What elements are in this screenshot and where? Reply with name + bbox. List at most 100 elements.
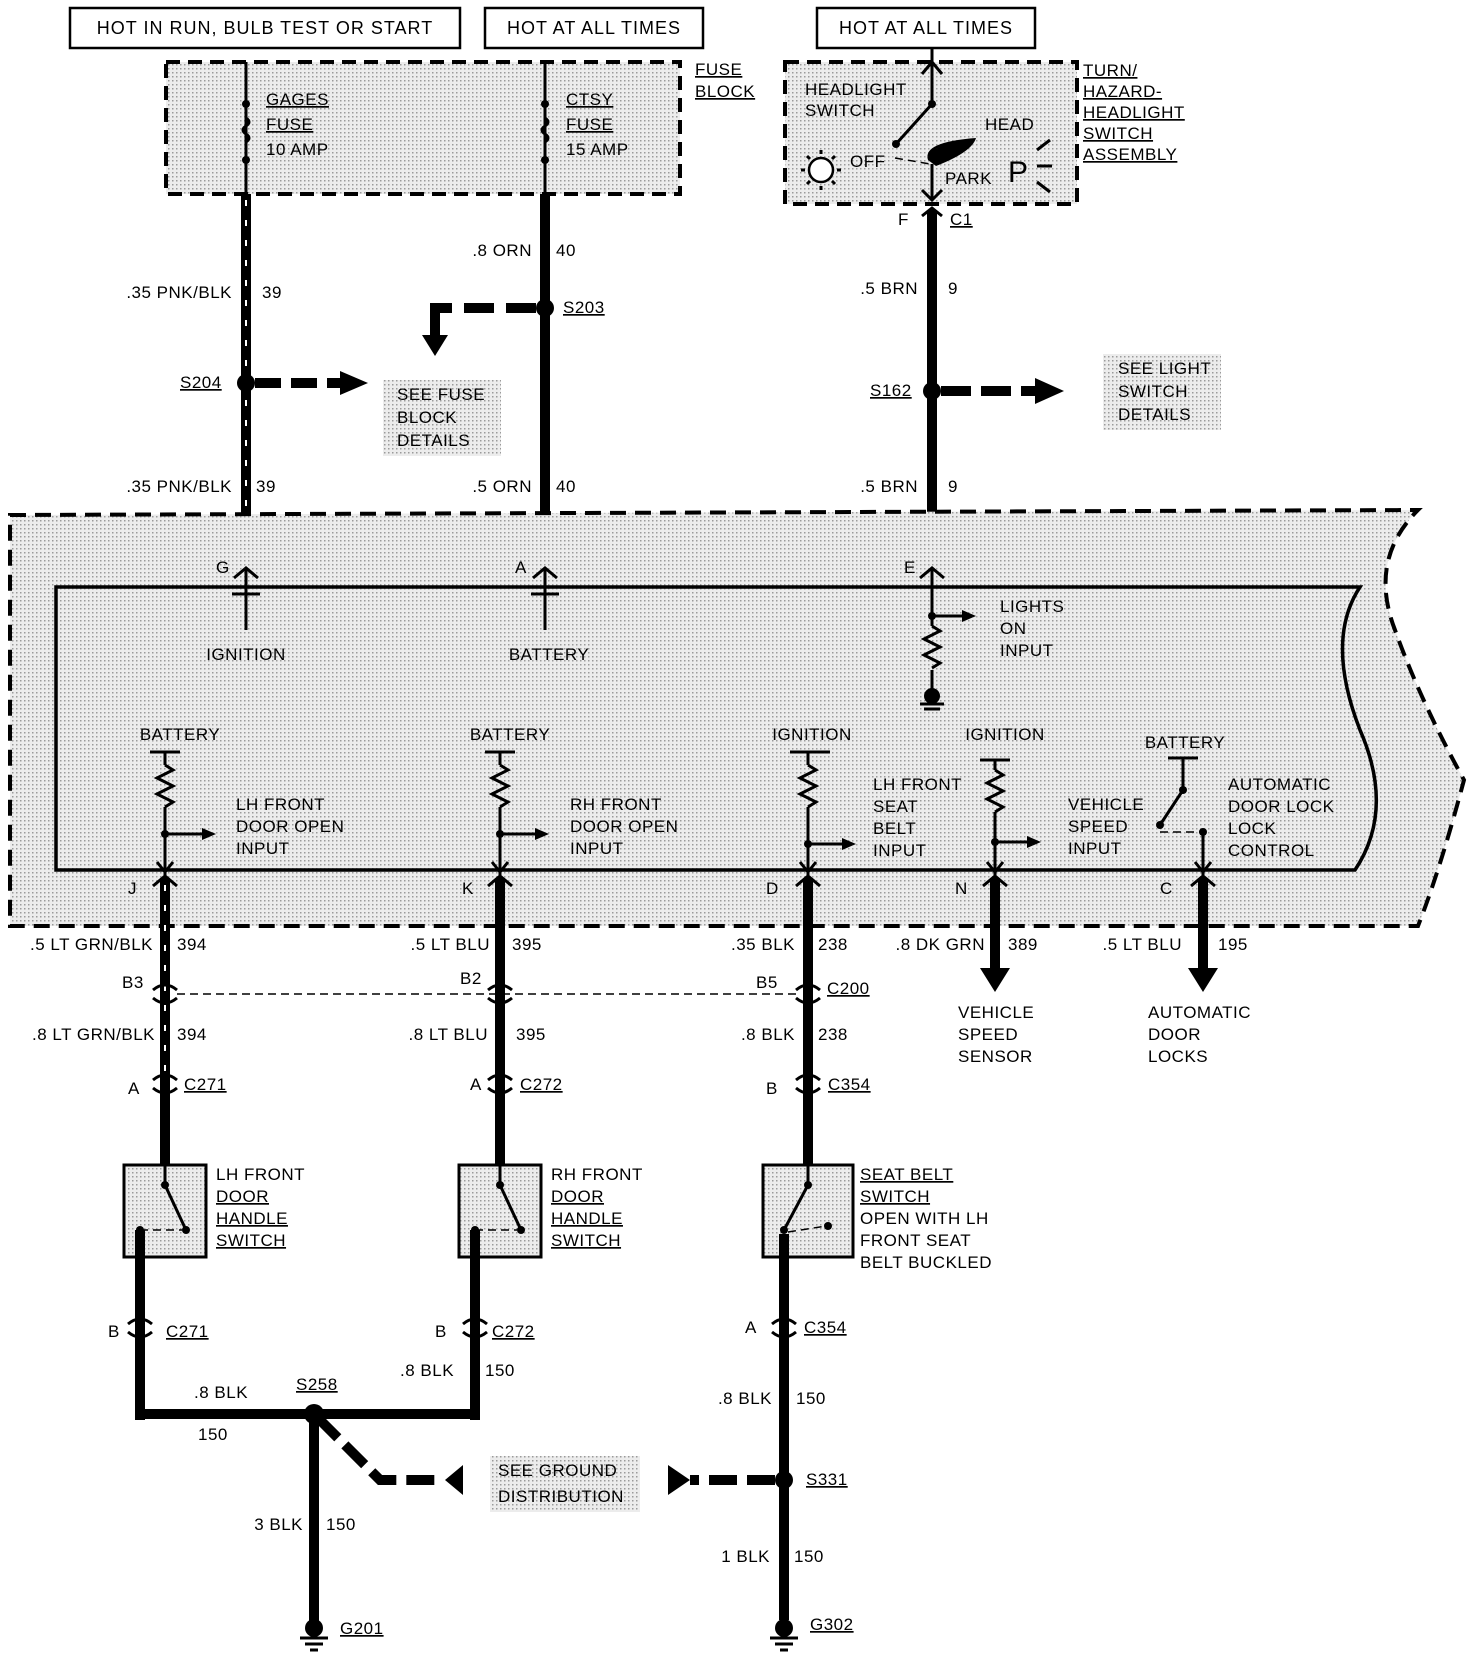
seat-belt-input-circuit: IGNITION LH FRONT SEAT BELT INPUT	[772, 725, 962, 875]
wire-40: .8 ORN 40 .5 ORN 40	[472, 194, 575, 568]
connector-c271-upper: C271	[184, 1075, 227, 1094]
module-pin-n: N	[955, 879, 968, 898]
ground-circuit-left: S258 .8 BLK 150 .8 BLK 150 3 BLK 150 G20…	[135, 1361, 514, 1652]
module-pin-g-label: G	[216, 558, 230, 577]
wire-238-color-1: .35 BLK	[731, 935, 795, 954]
lh-front-door-handle-switch: LH FRONT DOOR HANDLE SWITCH	[122, 1163, 305, 1420]
park-position-label: PARK	[945, 169, 992, 188]
wire-238-num-1: 238	[818, 935, 848, 954]
ground-distribution-ref: SEE GROUND DISTRIBUTION	[490, 1456, 640, 1512]
vehicle-speed-input-circuit: IGNITION VEHICLE SPEED INPUT	[965, 725, 1144, 875]
rh-front-door-handle-switch: RH FRONT DOOR HANDLE SWITCH	[457, 1163, 642, 1420]
header-hot-always-2: HOT AT ALL TIMES	[815, 6, 1037, 50]
assembly-label-3: HEADLIGHT	[1083, 103, 1185, 122]
vss-label-1: VEHICLE	[958, 1003, 1034, 1022]
connector-c200: B3 B2 B5 C200	[122, 969, 869, 1005]
connector-b3: B3	[122, 973, 144, 992]
header-hot-in-run: HOT IN RUN, BULB TEST OR START	[68, 6, 462, 50]
wire-150a-num: 150	[198, 1425, 228, 1444]
ctsy-fuse-word: FUSE	[566, 115, 613, 134]
connector-b2: B2	[460, 969, 482, 988]
rh-door-input-1: RH FRONT	[570, 795, 662, 814]
connector-b5: B5	[756, 973, 778, 992]
header-hot-always-2-label: HOT AT ALL TIMES	[839, 18, 1013, 38]
assembly-label-2: HAZARD-	[1083, 82, 1162, 101]
vss-label-2: SPEED	[958, 1025, 1018, 1044]
header-hot-always-1: HOT AT ALL TIMES	[483, 6, 705, 50]
module-pin-j: J	[128, 879, 137, 898]
seat-belt-input-2: SEAT	[873, 797, 918, 816]
seat-belt-input-4: INPUT	[873, 841, 927, 860]
seat-switch-label-3: OPEN WITH LH	[860, 1209, 989, 1228]
wire-389-color: .8 DK GRN	[895, 935, 985, 954]
seat-belt-input-3: BELT	[873, 819, 916, 838]
lh-switch-label-3: HANDLE	[216, 1209, 288, 1228]
wire-150c-color: .8 BLK	[718, 1389, 772, 1408]
rh-door-input-2: DOOR OPEN	[570, 817, 678, 836]
fuse-block-label-1: FUSE	[695, 60, 742, 79]
ground-distribution-2: DISTRIBUTION	[498, 1487, 624, 1506]
module-pin-e: E	[904, 558, 976, 711]
fuse-block-details-1: SEE FUSE	[397, 385, 485, 404]
lights-on-input-1: LIGHTS	[1000, 597, 1064, 616]
park-symbol: P	[1008, 156, 1028, 189]
connector-a-c272: A	[470, 1075, 482, 1094]
module-pin-g: G	[216, 558, 260, 630]
connector-c354-upper: C354	[828, 1075, 871, 1094]
wire-389-num: 389	[1008, 935, 1038, 954]
lh-switch-label-2: DOOR	[216, 1187, 269, 1206]
header-hot-always-1-label: HOT AT ALL TIMES	[507, 18, 681, 38]
module-battery-label: BATTERY	[509, 645, 589, 664]
wire-394-num-2: 394	[177, 1025, 207, 1044]
wire-150e-color: 1 BLK	[721, 1547, 770, 1566]
adl-label-3: LOCKS	[1148, 1047, 1208, 1066]
wire-394-num-1: 394	[177, 935, 207, 954]
headlight-switch-title-2: SWITCH	[805, 101, 875, 120]
seat-switch-label-1: SEAT BELT	[860, 1165, 953, 1184]
wire-39-num-1: 39	[262, 283, 282, 302]
lh-switch-label-1: LH FRONT	[216, 1165, 305, 1184]
lh-door-battery-label: BATTERY	[140, 725, 220, 744]
wire-9-num-1: 9	[948, 279, 958, 298]
vss-label-3: SENSOR	[958, 1047, 1033, 1066]
splice-s258-label: S258	[296, 1375, 338, 1394]
wire-394: .5 LT GRN/BLK 394 .8 LT GRN/BLK 394	[30, 878, 207, 1165]
rh-door-input-circuit: BATTERY RH FRONT DOOR OPEN INPUT	[470, 725, 678, 875]
vehicle-speed-input-3: INPUT	[1068, 839, 1122, 858]
auto-lock-control-4: CONTROL	[1228, 841, 1315, 860]
connector-a-c354: A	[745, 1318, 757, 1337]
lh-door-input-3: INPUT	[236, 839, 290, 858]
wire-9-color-2: .5 BRN	[860, 477, 918, 496]
wire-150c-num: 150	[796, 1389, 826, 1408]
lights-on-input-3: INPUT	[1000, 641, 1054, 660]
auto-lock-control-3: LOCK	[1228, 819, 1276, 838]
seat-belt-input-1: LH FRONT	[873, 775, 962, 794]
auto-lock-control-1: AUTOMATIC	[1228, 775, 1331, 794]
adl-label-1: AUTOMATIC	[1148, 1003, 1251, 1022]
vehicle-speed-input-1: VEHICLE	[1068, 795, 1144, 814]
module-pin-k: K	[462, 879, 474, 898]
header-hot-in-run-label: HOT IN RUN, BULB TEST OR START	[97, 18, 433, 38]
wire-40-color-1: .8 ORN	[472, 241, 532, 260]
wire-150e-num: 150	[794, 1547, 824, 1566]
assembly-label-1: TURN/	[1083, 61, 1137, 80]
connector-c271-lower: C271	[166, 1322, 209, 1341]
rh-door-input-3: INPUT	[570, 839, 624, 858]
connector-c354-lower: C354	[804, 1318, 847, 1337]
auto-lock-control-circuit: BATTERY AUTOMATIC DOOR LOCK LOCK CONTROL	[1145, 733, 1335, 875]
off-position-label: OFF	[850, 152, 886, 171]
fuse-block-label-2: BLOCK	[695, 82, 755, 101]
ground-g302-label: G302	[810, 1615, 854, 1634]
vehicle-speed-input-2: SPEED	[1068, 817, 1128, 836]
ground-circuit-right: S331 .8 BLK 150 1 BLK 150 G302	[668, 1389, 854, 1652]
fuse-block-details-2: BLOCK	[397, 408, 457, 427]
seat-switch-label-4: FRONT SEAT	[860, 1231, 971, 1250]
assembly-label-4: SWITCH	[1083, 124, 1153, 143]
seat-belt-ignition-label: IGNITION	[772, 725, 852, 744]
module-pin-e-label: E	[904, 558, 916, 577]
light-switch-details-2: SWITCH	[1118, 382, 1188, 401]
wire-39-num-2: 39	[256, 477, 276, 496]
ctsy-fuse-label: CTSY	[566, 90, 613, 109]
auto-lock-control-2: DOOR LOCK	[1228, 797, 1335, 816]
rh-switch-label-3: HANDLE	[551, 1209, 623, 1228]
